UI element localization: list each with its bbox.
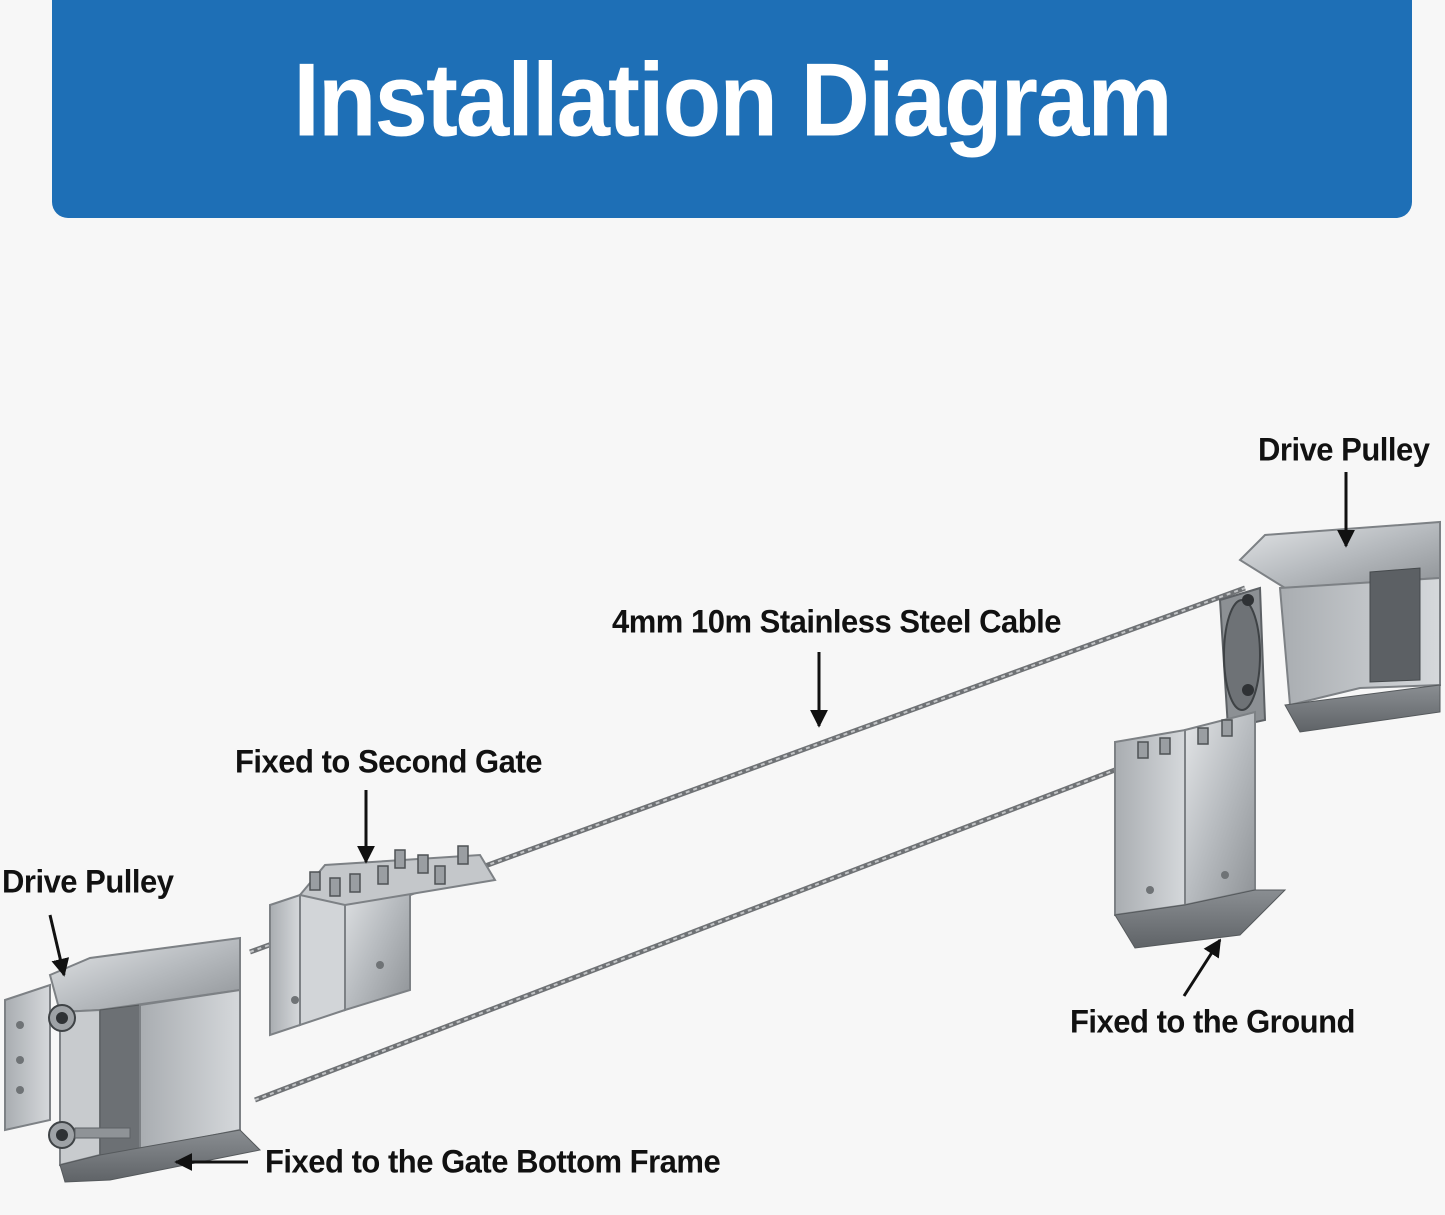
label-drive-pulley-right: Drive Pulley [1258, 431, 1429, 469]
label-fixed-second-gate: Fixed to Second Gate [235, 743, 542, 781]
arrow-drive-pulley-left [50, 915, 64, 975]
right-drive-pulley [1220, 522, 1440, 732]
second-gate-bracket [270, 846, 495, 1035]
label-fixed-ground: Fixed to the Ground [1070, 1003, 1355, 1041]
label-cable: 4mm 10m Stainless Steel Cable [612, 603, 1061, 641]
label-drive-pulley-left: Drive Pulley [2, 863, 173, 901]
ground-bracket [1115, 712, 1285, 948]
arrow-ground [1184, 940, 1220, 996]
label-fixed-gate-bottom: Fixed to the Gate Bottom Frame [265, 1143, 720, 1181]
left-drive-pulley [5, 938, 260, 1182]
